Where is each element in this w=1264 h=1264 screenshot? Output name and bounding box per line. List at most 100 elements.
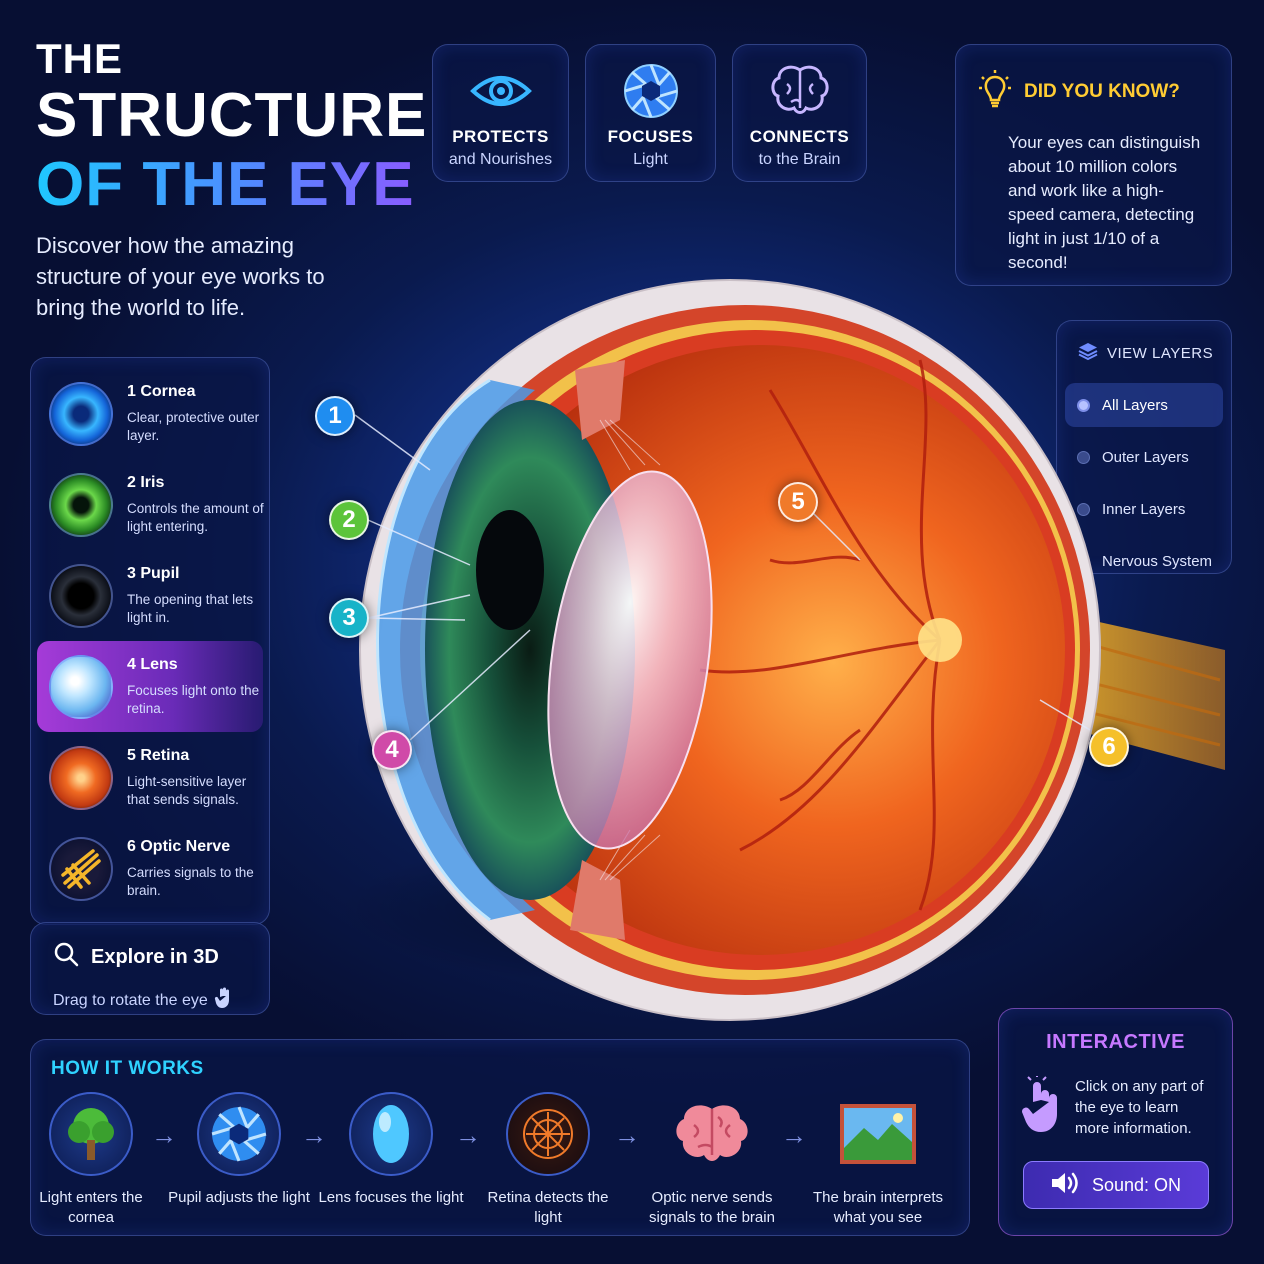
radio-dot (1077, 502, 1090, 516)
marker-pupil[interactable]: 3 (329, 598, 369, 638)
aperture-icon (619, 63, 683, 119)
brain-icon (670, 1092, 754, 1176)
layers-icon (1077, 341, 1099, 365)
search-icon (53, 941, 79, 973)
view-layers-panel: VIEW LAYERS All Layers Outer Layers Inne… (1056, 320, 1232, 574)
feature-title: PROTECTS (452, 127, 549, 146)
retina-network-icon (506, 1092, 590, 1176)
marker-lens[interactable]: 4 (372, 730, 412, 770)
layer-option-label: Nervous System (1102, 552, 1213, 570)
marker-iris[interactable]: 2 (329, 500, 369, 540)
did-you-know-panel: DID YOU KNOW? Your eyes can distinguish … (955, 44, 1232, 286)
part-name: 5 Retina (127, 746, 190, 764)
step-light-enters: Light enters the cornea (16, 1092, 166, 1228)
eye-diagram[interactable]: 1 2 3 4 5 6 (300, 210, 1260, 1040)
step-brain-interprets: The brain interprets what you see (803, 1092, 953, 1228)
aperture-icon (197, 1092, 281, 1176)
arrow-right-icon: → (301, 1120, 327, 1150)
step-label: Lens focuses the light (318, 1189, 464, 1206)
part-desc: Light-sensitive layer that sends signals… (127, 773, 247, 807)
pupil-shape (476, 510, 544, 630)
feature-card-connects[interactable]: CONNECTS to the Brain (732, 44, 867, 182)
feature-subtitle: to the Brain (758, 151, 841, 168)
landscape-picture-icon (836, 1092, 920, 1176)
step-label: Pupil adjusts the light (168, 1189, 310, 1206)
layer-option-inner[interactable]: Inner Layers (1065, 487, 1223, 531)
title-line-3: OF THE EYE (36, 150, 415, 219)
arrow-right-icon: → (151, 1120, 177, 1150)
arrow-right-icon: → (614, 1120, 640, 1150)
cornea-shape (377, 380, 535, 920)
feature-subtitle: Light (633, 151, 668, 168)
part-name: 2 Iris (127, 473, 165, 491)
sound-label: Sound: ON (1091, 1174, 1182, 1195)
sound-toggle-button[interactable]: Sound: ON (1022, 1161, 1209, 1209)
speaker-icon (1050, 1171, 1080, 1200)
marker-optic-nerve[interactable]: 6 (1089, 727, 1129, 767)
step-lens-focuses: Lens focuses the light (316, 1092, 466, 1208)
feature-card-focuses[interactable]: FOCUSES Light (585, 44, 716, 182)
eye-cross-section (340, 279, 1225, 1021)
step-label: The brain interprets what you see (812, 1189, 944, 1226)
arrow-right-icon: → (455, 1120, 481, 1150)
cornea-thumbnail (49, 381, 113, 446)
radio-dot (1077, 398, 1090, 412)
lens-icon (349, 1092, 433, 1176)
part-desc: Clear, protective outer layer. (127, 409, 260, 443)
hand-drag-icon (214, 987, 232, 1014)
step-pupil-adjusts: Pupil adjusts the light (164, 1092, 314, 1208)
lightbulb-icon (978, 69, 1012, 115)
tree-icon (49, 1092, 133, 1176)
arrow-right-icon: → (781, 1120, 807, 1150)
hand-pointer-icon (1019, 1074, 1061, 1139)
step-retina-detects: Retina detects the light (473, 1092, 623, 1228)
optic-nerve-thumbnail (49, 836, 113, 901)
part-name: 6 Optic Nerve (127, 837, 231, 855)
title-line-1: THE (36, 35, 123, 82)
lens-shape (547, 470, 713, 850)
intro-text: Discover how the amazing structure of yo… (36, 233, 325, 320)
interactive-panel: INTERACTIVE Click on any part of the eye… (998, 1008, 1233, 1236)
did-you-know-heading: DID YOU KNOW? (1024, 81, 1180, 102)
layer-option-label: Outer Layers (1102, 448, 1189, 466)
pupil-thumbnail (49, 563, 113, 628)
step-label: Optic nerve sends signals to the brain (649, 1189, 775, 1226)
part-desc: Focuses light onto the retina. (127, 682, 260, 716)
part-name: 1 Cornea (127, 382, 196, 400)
part-name: 3 Pupil (127, 564, 180, 582)
interactive-text: Click on any part of the eye to learn mo… (1075, 1078, 1204, 1137)
feature-title: CONNECTS (749, 127, 850, 146)
layer-option-all[interactable]: All Layers (1065, 383, 1223, 427)
view-layers-heading: VIEW LAYERS (1107, 344, 1214, 362)
marker-cornea[interactable]: 1 (315, 396, 355, 436)
feature-title: FOCUSES (607, 127, 694, 146)
how-it-works-heading: HOW IT WORKS (51, 1058, 204, 1079)
explore-subtitle: Drag to rotate the eye (53, 991, 208, 1009)
title-line-2: STRUCTURE (36, 81, 428, 150)
feature-subtitle: and Nourishes (448, 151, 553, 168)
eye-icon (469, 63, 533, 119)
part-name: 4 Lens (127, 655, 178, 673)
part-desc: Carries signals to the brain. (127, 864, 254, 898)
did-you-know-text: Your eyes can distinguish about 10 milli… (1008, 133, 1201, 272)
layer-option-label: Inner Layers (1102, 500, 1186, 518)
how-it-works-panel: HOW IT WORKS Light enters the cornea → P… (30, 1039, 970, 1236)
iris-thumbnail (49, 472, 113, 537)
layer-option-label: All Layers (1102, 396, 1168, 414)
retina-thumbnail (49, 745, 113, 810)
lens-thumbnail (49, 654, 113, 719)
radio-dot (1077, 450, 1090, 464)
marker-retina[interactable]: 5 (778, 482, 818, 522)
feature-card-protects[interactable]: PROTECTS and Nourishes (432, 44, 569, 182)
explore-3d-panel[interactable]: Explore in 3D Drag to rotate the eye (30, 922, 270, 1015)
explore-title: Explore in 3D (91, 945, 219, 968)
layer-option-outer[interactable]: Outer Layers (1065, 435, 1223, 479)
part-desc: Controls the amount of light entering. (127, 500, 264, 534)
